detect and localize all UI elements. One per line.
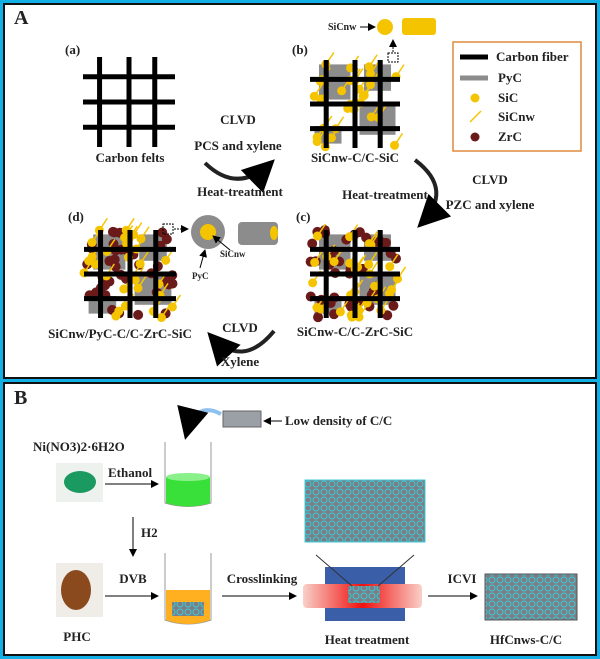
low-density-cc-block bbox=[222, 410, 262, 428]
sic-particle bbox=[310, 257, 320, 267]
hfcnws-cc-product bbox=[484, 573, 578, 621]
sic-particle bbox=[90, 259, 100, 269]
zrc-particle bbox=[167, 278, 178, 289]
sic-particle bbox=[385, 262, 395, 272]
sic-particle bbox=[133, 283, 143, 293]
sic-particle bbox=[364, 62, 374, 72]
precursor-label: Ni(NO3)2·6H2O bbox=[33, 439, 125, 454]
sic-particle bbox=[312, 137, 322, 147]
legend-pyc: PyC bbox=[498, 70, 522, 85]
sic-particle bbox=[335, 307, 345, 317]
arrow-cd-label-2: Xylene bbox=[221, 354, 260, 369]
magnified-preform bbox=[304, 479, 426, 543]
arrow-ab-label-2: PCS and xylene bbox=[194, 138, 282, 153]
panel-b-label: B bbox=[14, 387, 27, 409]
step-c-caption: SiCnw-C/C-ZrC-SiC bbox=[297, 324, 413, 339]
zrc-particle bbox=[109, 254, 120, 265]
sic-particle bbox=[309, 91, 319, 101]
sic-particle bbox=[337, 86, 347, 96]
h2-label: H2 bbox=[141, 525, 158, 540]
sic-particle bbox=[329, 257, 339, 267]
inset-pyc-label: PyC bbox=[192, 271, 209, 281]
sicnw-core bbox=[200, 224, 216, 240]
sic-particle bbox=[135, 259, 145, 269]
sic-particle bbox=[156, 313, 166, 323]
sic-particle bbox=[316, 304, 326, 314]
sicnw-cross-section bbox=[377, 19, 393, 35]
inset-sicnw-label: SiCnw bbox=[220, 249, 246, 259]
legend-sic: SiC bbox=[498, 90, 518, 105]
step-c-tag: (c) bbox=[296, 209, 310, 224]
arrow-ab-label-3: Heat-treatment bbox=[197, 184, 283, 199]
low-density-label: Low density of C/C bbox=[285, 413, 392, 428]
sic-particle bbox=[87, 252, 97, 262]
sic-particle bbox=[393, 274, 403, 284]
phc-label: PHC bbox=[63, 629, 90, 644]
icvi-label: ICVI bbox=[448, 571, 477, 586]
sic-particle bbox=[366, 112, 376, 122]
sic-particle bbox=[345, 232, 355, 242]
coated-cylinder bbox=[238, 222, 278, 245]
sic-particle bbox=[167, 302, 177, 312]
sic-particle bbox=[370, 281, 380, 291]
zrc-particle bbox=[388, 300, 399, 311]
sic-particle bbox=[87, 237, 97, 247]
sic-particle bbox=[359, 90, 369, 100]
sicnw-cylinder bbox=[402, 18, 436, 35]
arrow-bc-label-3: PZC and xylene bbox=[446, 197, 535, 212]
sic-particle bbox=[136, 234, 146, 244]
step-a-caption: Carbon felts bbox=[96, 150, 165, 165]
arrow-bc-label-1: Heat-treatment bbox=[342, 187, 428, 202]
dvb-label: DVB bbox=[119, 571, 147, 586]
legend-sicnw: SiCnw bbox=[498, 109, 535, 124]
arrow-ab-label-1: CLVD bbox=[220, 112, 256, 127]
step-a-tag: (a) bbox=[65, 42, 80, 57]
product-label: HfCnws-C/C bbox=[490, 632, 562, 647]
immersion-arrow bbox=[177, 404, 222, 440]
sic-particle bbox=[119, 284, 129, 294]
legend-carbon-fiber: Carbon fiber bbox=[496, 49, 569, 64]
sic-particle bbox=[312, 231, 322, 241]
sic-particle bbox=[384, 289, 394, 299]
arrow-cd bbox=[207, 329, 276, 367]
ethanol-label: Ethanol bbox=[108, 465, 152, 480]
step-d-tag: (d) bbox=[68, 209, 84, 224]
sicnw-inset-label: SiCnw bbox=[328, 22, 357, 33]
zrc-particle bbox=[307, 238, 318, 249]
zoom-box bbox=[387, 52, 399, 63]
sic-particle bbox=[390, 140, 400, 150]
arrow-bc bbox=[413, 158, 452, 228]
sic-particle bbox=[326, 133, 336, 143]
heat-treatment-label: Heat treatment bbox=[325, 632, 410, 647]
sic-particle bbox=[111, 311, 121, 321]
zrc-particle bbox=[133, 309, 144, 320]
legend-zrc: ZrC bbox=[498, 129, 522, 144]
arrow-bc-label-2: CLVD bbox=[472, 172, 508, 187]
sic-particle bbox=[364, 259, 374, 269]
step-b-tag: (b) bbox=[292, 42, 308, 57]
zrc-particle bbox=[108, 239, 119, 250]
sic-particle bbox=[308, 278, 318, 288]
arrow-ab bbox=[203, 159, 275, 193]
step-b-caption: SiCnw-C/C-SiC bbox=[311, 150, 399, 165]
zrc-particle bbox=[157, 227, 168, 238]
panel-a-label: A bbox=[14, 7, 29, 29]
arrow-cd-label-1: CLVD bbox=[222, 320, 258, 335]
sic-particle bbox=[345, 258, 355, 268]
zrc-particle bbox=[313, 312, 324, 323]
sic-particle bbox=[365, 69, 375, 79]
crosslinking-label: Crosslinking bbox=[227, 571, 298, 586]
step-d-caption: SiCnw/PyC-C/C-ZrC-SiC bbox=[48, 326, 192, 341]
sic-particle bbox=[161, 255, 171, 265]
